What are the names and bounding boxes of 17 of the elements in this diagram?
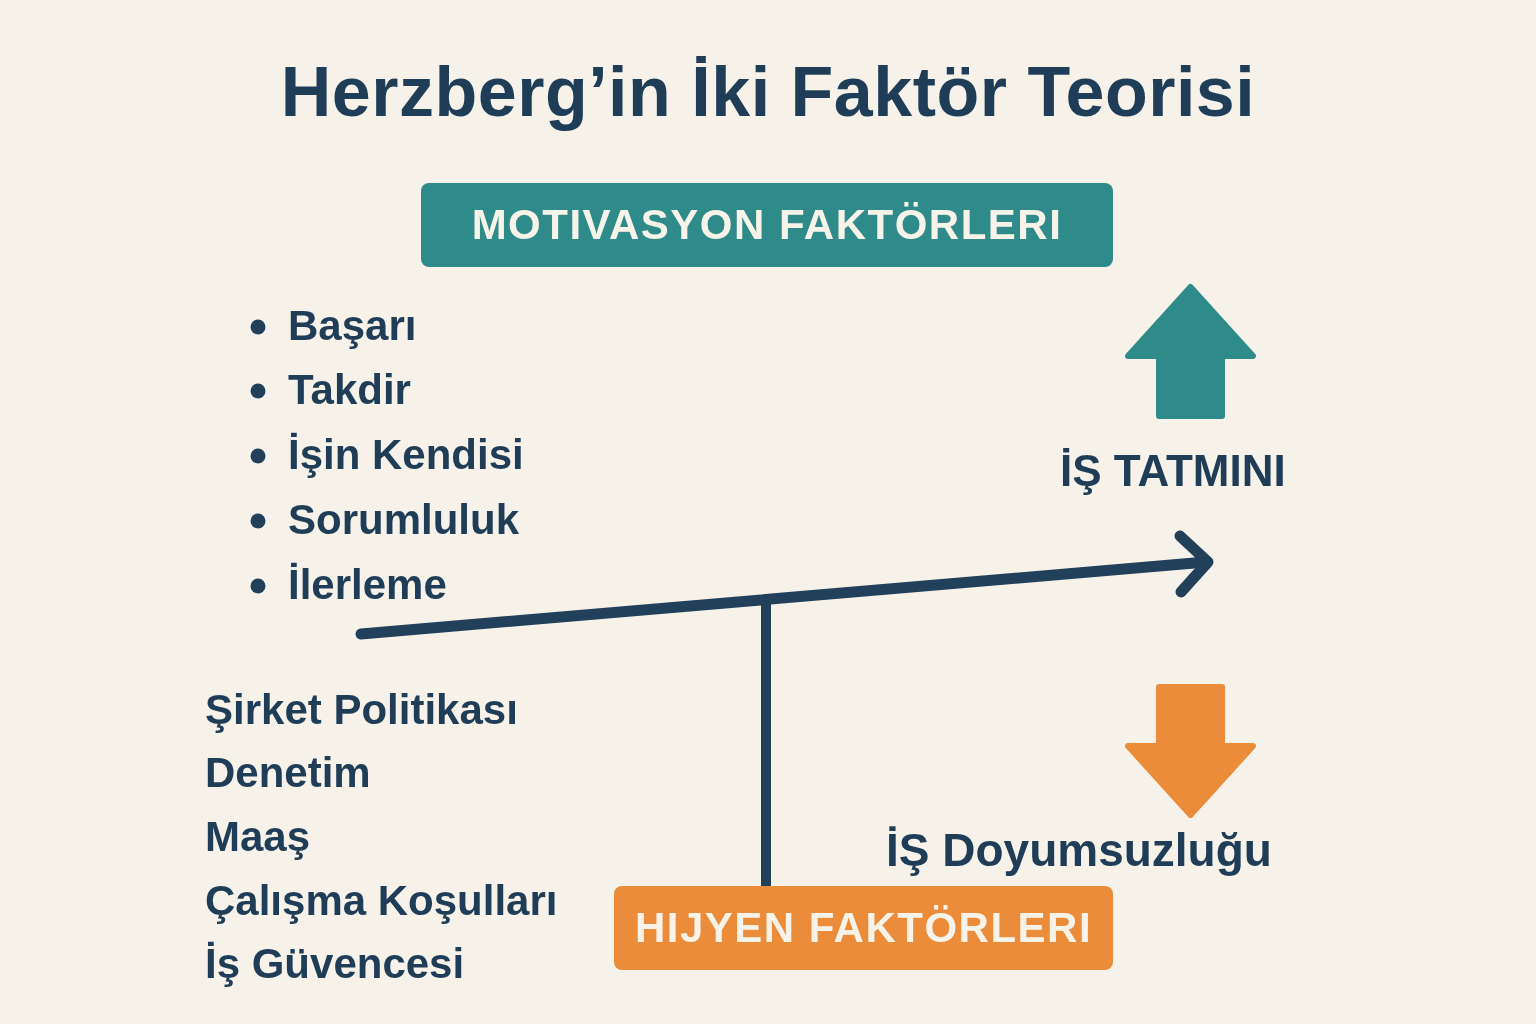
factor-item: Takdir — [288, 365, 411, 415]
factor-item: Başarı — [288, 301, 417, 351]
category-banner — [421, 183, 1113, 267]
factor-item: Şirket Politikası — [205, 685, 518, 735]
factor-item: İşin Kendisi — [288, 430, 524, 480]
outcome-label: İŞ Doyumsuzluğu — [886, 824, 1272, 878]
title: Herzberg’in İki Faktör Teorisi — [280, 53, 1256, 131]
factor-item: Çalışma Koşulları — [205, 876, 558, 926]
factor-item: Denetim — [205, 748, 371, 798]
category-banner — [614, 886, 1113, 970]
banner-title: MOTIVASYON FAKTÖRLERI — [471, 201, 1063, 249]
factor-item: İş Güvencesi — [205, 939, 465, 989]
banner-title: HIJYEN FAKTÖRLERI — [634, 904, 1093, 952]
factor-item: Maaş — [205, 812, 311, 862]
factor-item: İlerleme — [288, 560, 447, 610]
outcome-label: İŞ TATMINI — [1060, 445, 1286, 497]
factor-item: Sorumluluk — [288, 495, 520, 545]
